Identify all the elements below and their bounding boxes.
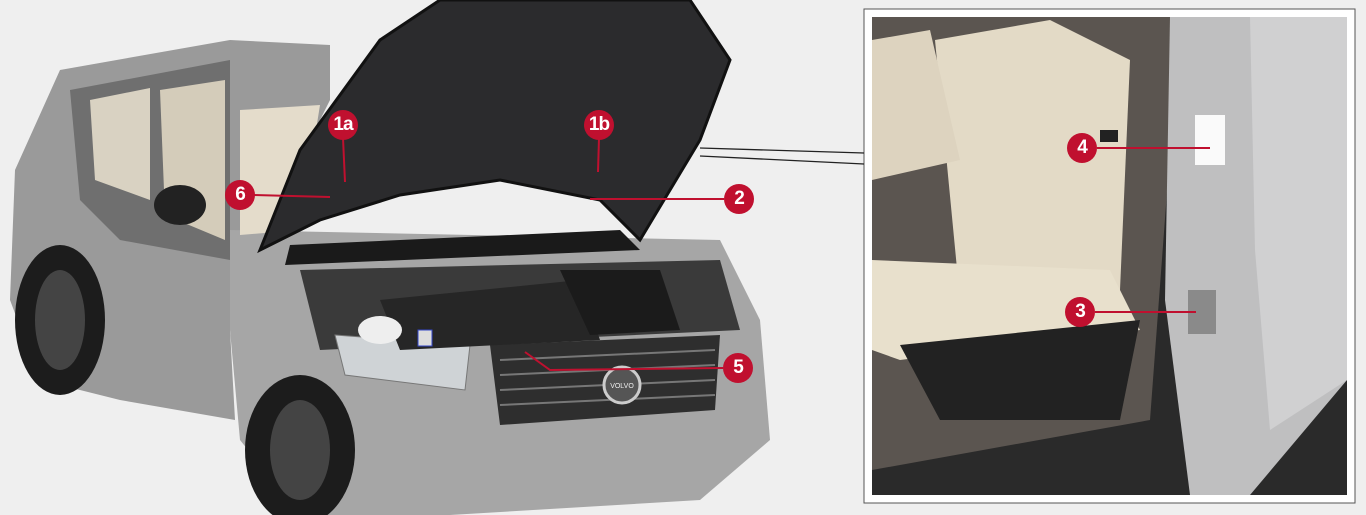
callout-2: 2 (724, 184, 754, 214)
door-pillar-inset (863, 8, 1356, 504)
callout-1b: 1b (584, 110, 614, 140)
callout-5: 5 (723, 353, 753, 383)
callout-1a: 1a (328, 110, 358, 140)
open-hood (257, 0, 732, 254)
volvo-logo: VOLVO (610, 383, 634, 390)
leader-lines (253, 137, 1210, 372)
callout-6: 6 (225, 180, 255, 210)
callout-4: 4 (1067, 133, 1097, 163)
callout-3: 3 (1065, 297, 1095, 327)
inset-connector-lines (699, 147, 865, 165)
